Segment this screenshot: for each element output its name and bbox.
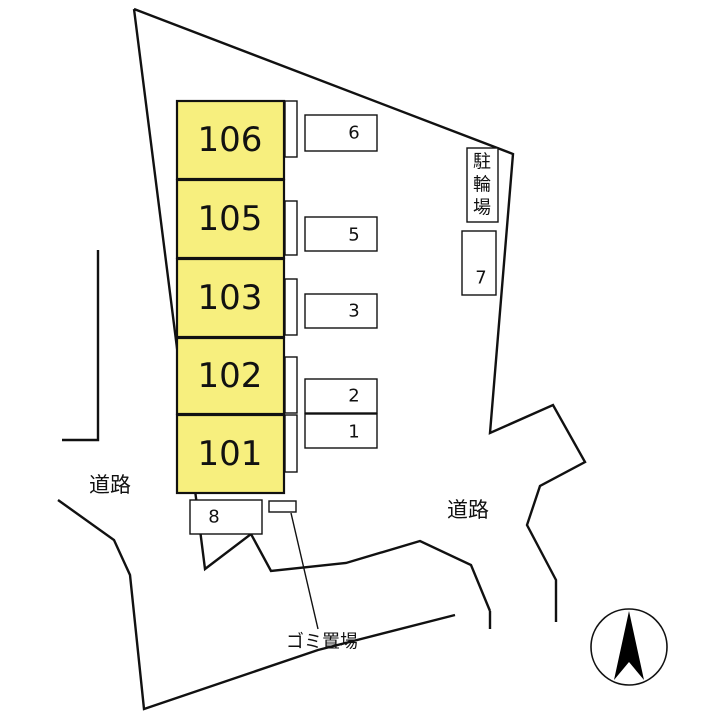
bicycle-parking-char-1: 駐	[473, 152, 491, 173]
parking-spot-8[interactable]	[189, 499, 263, 535]
road-label-right: 道路	[447, 498, 489, 522]
garbage-area[interactable]	[268, 500, 297, 513]
parking-label-1: 1	[348, 422, 359, 443]
parking-label-2: 2	[348, 386, 359, 407]
unit-102[interactable]	[175, 336, 286, 416]
unit-label-106: 106	[198, 120, 263, 160]
parking-spot-7[interactable]	[461, 230, 497, 296]
bicycle-parking[interactable]	[466, 147, 499, 223]
unit-label-103: 103	[198, 278, 263, 318]
parking-spot-6[interactable]	[304, 114, 378, 152]
parking-label-6: 6	[348, 123, 359, 144]
parking-spot-5[interactable]	[304, 216, 378, 252]
road-edge-left	[62, 250, 100, 442]
unit-label-101: 101	[198, 434, 263, 474]
garbage-label: ゴミ置場	[286, 632, 358, 653]
parking-label-5: 5	[348, 225, 359, 246]
building: 106 105 103 102 101	[175, 99, 286, 495]
north-arrow-icon	[614, 611, 644, 680]
parking-label-7: 7	[475, 268, 486, 289]
north-compass	[590, 608, 668, 686]
parking-label-8: 8	[208, 507, 219, 528]
site-boundary	[132, 7, 587, 629]
parking-label-3: 3	[348, 301, 359, 322]
unit-label-102: 102	[198, 356, 263, 396]
unit-101[interactable]	[175, 413, 286, 495]
road-edge-bottom	[57, 499, 456, 711]
parking-spot-1[interactable]	[304, 413, 378, 449]
unit-label-105: 105	[198, 199, 263, 239]
garbage-leader-line	[290, 512, 319, 630]
unit-103[interactable]	[175, 257, 286, 339]
road-label-left: 道路	[89, 473, 131, 497]
balconies	[284, 100, 298, 473]
parking-spot-2[interactable]	[304, 378, 378, 414]
bicycle-parking-char-3: 場	[473, 198, 491, 219]
bicycle-parking-char-2: 輪	[473, 175, 491, 196]
parking-spot-3[interactable]	[304, 293, 378, 329]
unit-106[interactable]	[175, 99, 286, 181]
parking-spots: 6 5 3 2 1 7 8	[189, 114, 497, 535]
